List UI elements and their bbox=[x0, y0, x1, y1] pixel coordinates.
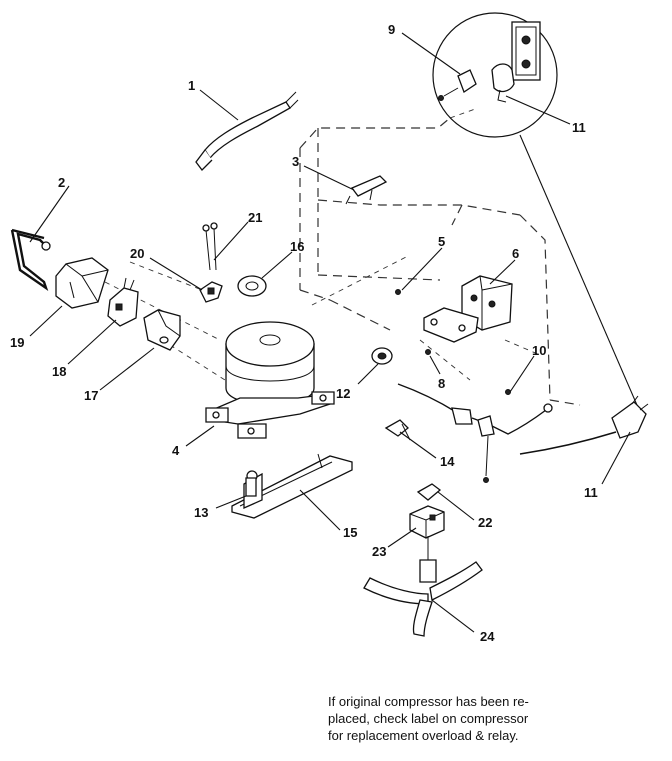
part-wire-clip bbox=[12, 230, 50, 288]
part-bracket bbox=[346, 176, 386, 204]
callout-11-inset: 11 bbox=[572, 120, 586, 135]
leader-lines bbox=[29, 32, 631, 633]
plug-icon bbox=[491, 63, 515, 93]
compressor-note: If original compressor has been re- plac… bbox=[328, 693, 628, 744]
callout-24: 24 bbox=[480, 629, 495, 644]
callout-1: 1 bbox=[188, 78, 195, 93]
cabinet-outline bbox=[104, 107, 581, 406]
callout-20: 20 bbox=[130, 246, 144, 261]
callout-9: 9 bbox=[388, 22, 395, 37]
callout-22: 22 bbox=[478, 515, 492, 530]
cord-clamp-icon bbox=[457, 69, 477, 93]
callout-4: 4 bbox=[172, 443, 180, 458]
part-relay bbox=[108, 278, 138, 326]
part-tube-tee bbox=[364, 536, 482, 636]
callout-14: 14 bbox=[440, 454, 455, 469]
part-overload bbox=[144, 310, 180, 350]
callout-labels: 1 2 3 4 5 6 8 9 10 11 11 12 13 14 15 16 … bbox=[10, 22, 598, 644]
part-thermostat-tube bbox=[196, 92, 298, 170]
callout-2: 2 bbox=[58, 175, 65, 190]
wall-outlet-icon bbox=[511, 21, 541, 81]
part-relay-cover bbox=[56, 258, 108, 308]
callout-10: 10 bbox=[532, 343, 546, 358]
callout-19: 19 bbox=[10, 335, 24, 350]
callout-6: 6 bbox=[512, 246, 519, 261]
callout-18: 18 bbox=[52, 364, 66, 379]
callout-12: 12 bbox=[336, 386, 350, 401]
callout-3: 3 bbox=[292, 154, 299, 169]
callout-16: 16 bbox=[290, 239, 304, 254]
callout-8: 8 bbox=[438, 376, 445, 391]
part-compressor bbox=[206, 322, 334, 438]
note-line-3: for replacement overload & relay. bbox=[328, 728, 519, 743]
part-mounting-rail bbox=[232, 454, 352, 518]
part-foam-block bbox=[410, 484, 444, 538]
part-control-box bbox=[396, 276, 513, 342]
callout-5: 5 bbox=[438, 234, 445, 249]
part-power-cord bbox=[386, 384, 648, 483]
part-grommet bbox=[238, 276, 266, 296]
callout-13: 13 bbox=[194, 505, 208, 520]
note-line-2: placed, check label on compressor bbox=[328, 711, 529, 726]
callout-23: 23 bbox=[372, 544, 386, 559]
part-gasket bbox=[372, 348, 431, 364]
outlet-inset bbox=[432, 12, 641, 413]
callout-15: 15 bbox=[343, 525, 357, 540]
part-terminal-wires bbox=[200, 223, 222, 302]
callout-21: 21 bbox=[248, 210, 262, 225]
callout-17: 17 bbox=[84, 388, 98, 403]
note-line-1: If original compressor has been re- bbox=[328, 694, 529, 709]
callout-11-cord: 11 bbox=[584, 485, 598, 500]
